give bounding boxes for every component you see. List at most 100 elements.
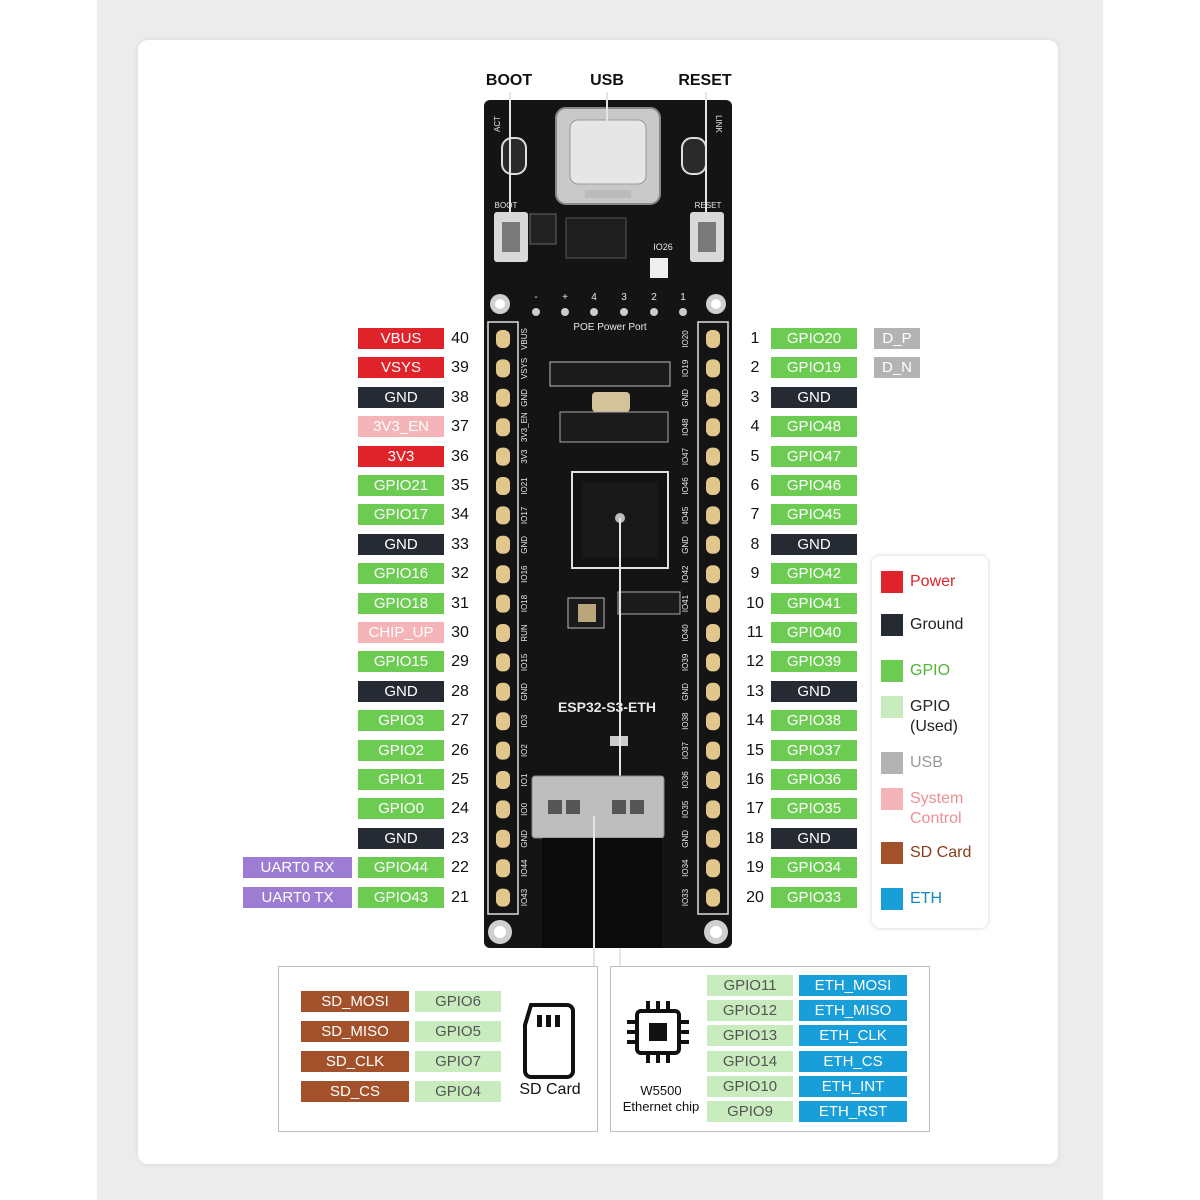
pin-number: 16 [746,771,764,788]
silk-right-label: GND [681,536,690,554]
header-pin [706,624,720,642]
header-pin [706,712,720,731]
header-pin [496,888,510,907]
silk-right-label: IO47 [681,447,690,465]
pin-function-label: GPIO43 [358,886,444,908]
legend-label: USB [910,754,943,771]
sd-function-label: SD_MOSI [301,991,409,1012]
left-header-pins [496,330,510,907]
legend-swatch [881,660,903,682]
pin-number: 28 [451,682,469,700]
eth-function-label: ETH_INT [799,1075,907,1097]
silk-right-label: IO40 [681,624,690,642]
pin-function-label: GPIO35 [771,798,857,820]
header-pin [706,771,720,789]
pin-number: 18 [746,829,764,847]
eth-gpio-label: GPIO9 [707,1101,793,1122]
header-pin [706,653,720,672]
header-pin [706,682,720,701]
silk-left-label: GND [520,536,529,554]
pin-function-label: GPIO18 [358,592,444,614]
silk-left-label: IO16 [520,565,529,583]
pin-function-label: GND [358,386,444,408]
silk-left-label: VSYS [520,358,529,379]
pin-function-label: GND [358,827,444,849]
silk-left-label: 3V3_EN [520,412,529,442]
legend-label: Power [910,573,956,590]
pin-function-label: GPIO15 [358,651,444,673]
silk-left-label: IO1 [520,773,529,786]
header-pin [496,594,510,613]
pin-number: 4 [750,418,760,436]
silk-right-label: IO46 [681,477,690,495]
io26-silk: IO26 [653,242,673,252]
pin-number: 5 [750,447,760,465]
pin-function-label: GPIO47 [771,445,857,467]
pin-function-label: GND [771,827,857,849]
pin-function-label: GPIO33 [771,886,857,908]
pin-number: 2 [750,359,760,377]
pin-number: 15 [746,741,764,759]
sd-function-label: SD_MISO [301,1021,409,1042]
usb-label: D_P [874,328,920,349]
pin-function-label: 3V3 [358,445,444,467]
header-pin [496,359,510,378]
pin-function-label: GND [771,533,857,555]
header-pin [706,888,720,907]
header-pin [496,477,510,495]
silk-left-label: IO0 [520,802,529,815]
rgb-led [650,258,668,278]
poe-pin-number: 1 [680,292,686,303]
silk-right-label: IO42 [681,565,690,583]
sd-function-label: SD_CS [301,1081,409,1102]
reset-label: RESET [678,72,732,89]
pin-function-label: GND [358,533,444,555]
silk-left-label: GND [520,830,529,848]
silk-right-label: IO48 [681,418,690,436]
pin-number: 7 [750,506,760,524]
header-pin [706,829,720,848]
header-pin [496,447,510,466]
legend-swatch [881,571,903,593]
act-silk: ACT [493,116,502,132]
header-pin [496,330,510,348]
header-pin [496,771,510,789]
uart-label: UART0 RX [243,857,352,879]
eth-gpio-label: GPIO13 [707,1025,793,1047]
legend-label: System Control [910,790,964,827]
pin-number: 37 [451,418,469,436]
pin-number: 34 [451,506,469,524]
legend-label: GPIO [910,662,951,679]
silk-left-label: GND [520,389,529,407]
pin-number: 22 [451,859,469,877]
eth-function-label: ETH_RST [799,1101,907,1122]
silk-right-label: IO20 [681,330,690,348]
poe-pin-number: + [562,292,568,303]
header-pin [706,418,720,437]
sd-gpio-label: GPIO5 [415,1021,501,1042]
header-pin [706,800,720,819]
pin-number: 26 [451,741,469,759]
eth-gpio-label: GPIO10 [707,1075,793,1097]
header-pin [496,506,510,525]
silk-left-label: IO21 [520,477,529,495]
pin-number: 25 [451,771,469,788]
header-pin [496,741,510,760]
header-pin [496,388,510,407]
silk-right-label: IO41 [681,594,690,612]
pin-number: 35 [451,477,469,494]
pin-number: 40 [451,330,469,347]
pin-function-label: GPIO36 [771,769,857,790]
poe-pin-number: 4 [591,292,597,303]
pin-function-label: GPIO42 [771,563,857,585]
legend-swatch [881,752,903,774]
legend-label: SD Card [910,844,972,861]
sd-card-icon [523,1003,575,1079]
header-pin [706,594,720,613]
legend-swatch [881,788,903,810]
pin-function-label: VSYS [358,357,444,379]
sd-gpio-label: GPIO4 [415,1081,501,1102]
usb-label: D_N [874,357,920,379]
